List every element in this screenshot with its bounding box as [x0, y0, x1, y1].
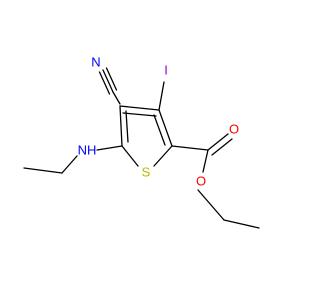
bond-c2-cco	[171, 145, 209, 151]
atom-label-iodine: I	[164, 63, 168, 78]
bond-c3-c2	[158, 109, 173, 147]
bond-co-double-1	[207, 133, 229, 151]
bond-ch2-ch3	[23, 167, 63, 174]
atom-label-sulfur: S	[142, 165, 151, 180]
bond-c4-c3-inner	[122, 112, 157, 117]
atom-label-nitrile-n: N	[91, 55, 100, 70]
bond-c3-i	[158, 81, 165, 111]
bond-c4-c3	[119, 105, 160, 111]
bond-nh-ch2	[61, 155, 78, 174]
bond-ch2-ch3-ester	[223, 219, 260, 229]
bond-nitrile-triple-3	[98, 71, 111, 95]
bond-c2-s	[153, 145, 173, 167]
ethylamino-group	[23, 145, 123, 174]
bond-oester-ch2	[197, 189, 225, 221]
bond-co-double-2	[211, 138, 233, 156]
bond-c5-c4-inner	[125, 110, 129, 143]
bond-cco-oester	[202, 149, 209, 173]
nitrile-group	[98, 67, 121, 105]
bond-s-c5	[121, 145, 139, 167]
thiophene-ring	[119, 105, 173, 167]
atom-label-carbonyl-o: O	[229, 122, 239, 137]
bond-c5-nh	[96, 145, 123, 151]
molecule-diagram: N I NH S O O	[23, 55, 260, 229]
atom-label-amine-nh: NH	[78, 143, 97, 158]
ethyl-ester-group	[171, 133, 260, 229]
atom-label-ester-o: O	[196, 174, 206, 189]
bond-c4-cn	[112, 91, 121, 105]
bond-nitrile-triple-2	[105, 67, 118, 91]
bond-c2-c3-inner	[153, 114, 166, 146]
bond-c5-c4	[119, 105, 123, 147]
bond-nitrile-triple-1	[102, 69, 114, 93]
